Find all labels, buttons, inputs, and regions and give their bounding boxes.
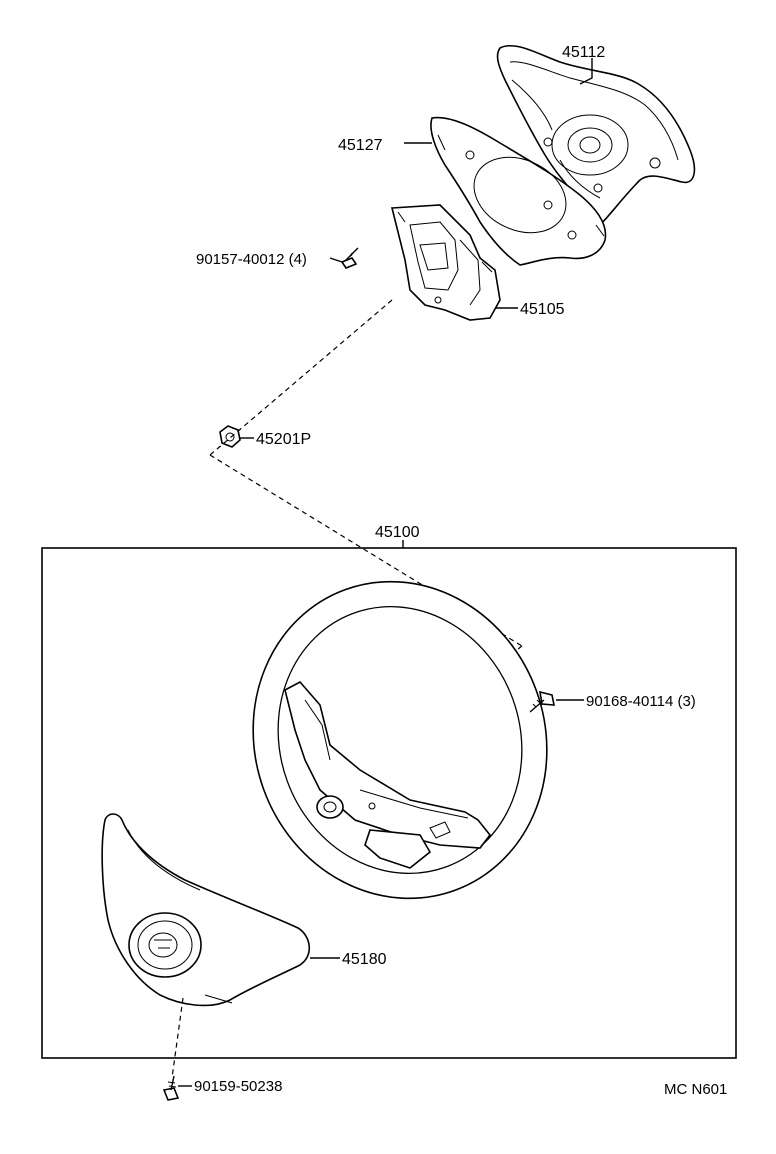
label-90157-40012: 90157-40012 (4) [196, 251, 307, 268]
label-90159-50238: 90159-50238 [194, 1078, 282, 1095]
figure-code: MC N601 [664, 1081, 727, 1098]
pad-assembly-part [101, 813, 310, 1007]
nut-part [219, 425, 241, 448]
leader-45112 [579, 58, 593, 85]
horn-bracket-part [390, 204, 501, 321]
steering-wheel-part [252, 580, 548, 900]
horn-plate-part [430, 116, 607, 266]
label-45112: 45112 [562, 44, 605, 61]
bracket-screw-part [340, 247, 359, 269]
label-45180: 45180 [342, 951, 387, 968]
label-45105: 45105 [520, 301, 565, 318]
label-90168-40114: 90168-40114 (3) [586, 693, 696, 710]
assembly-box [41, 547, 737, 1059]
label-45201P: 45201P [256, 431, 311, 448]
label-45127: 45127 [338, 137, 383, 154]
label-45100: 45100 [375, 524, 420, 541]
wheel-screw-part [529, 690, 555, 713]
horn-pad-cover-part [496, 44, 696, 227]
pad-screw-part [162, 1075, 180, 1101]
leader-90157 [329, 257, 343, 263]
